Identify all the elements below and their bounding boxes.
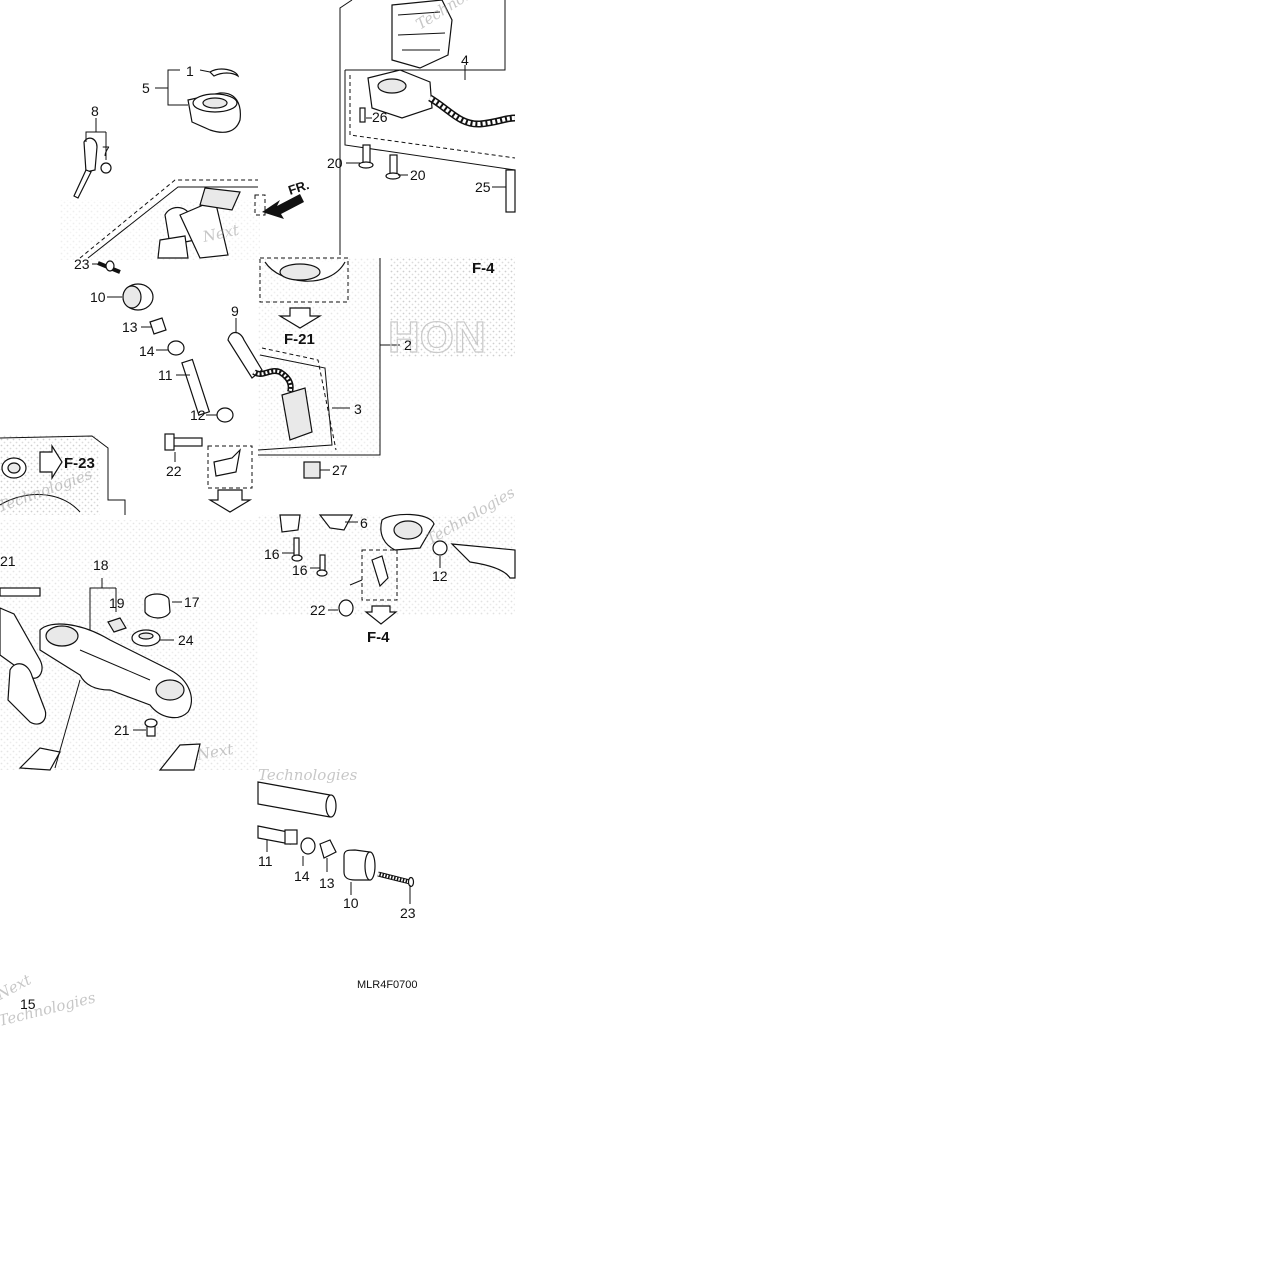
part-label: 16 (292, 562, 308, 578)
part-label: 13 (319, 875, 335, 891)
part-label: 27 (332, 462, 348, 478)
front-direction-marker: FR. (254, 177, 311, 219)
part-label: 4 (461, 52, 469, 68)
part-label: 14 (139, 343, 155, 359)
part-label: 3 (354, 401, 362, 417)
part-label: 5 (142, 80, 150, 96)
part-label: 1 (186, 63, 194, 79)
honda-wordmark-watermark: HON (388, 313, 486, 362)
part-label: 19 (109, 595, 125, 611)
part-label: 11 (158, 367, 173, 383)
reference-f21: F-21 (284, 331, 315, 348)
bar-end-weight-group (257, 781, 415, 904)
reference-f23: F-23 (64, 455, 95, 472)
part-label: 24 (178, 632, 194, 648)
watermark-text: Technologies (258, 766, 358, 784)
switch-bracket-group: F-4 (279, 513, 516, 646)
part-label: 13 (122, 319, 138, 335)
part-label: 17 (184, 594, 200, 610)
part-label: 21 (114, 722, 130, 738)
f21-reference-group: F-21 (259, 257, 349, 348)
f23-reference-group: F-23 (0, 435, 126, 515)
part-label: 20 (410, 167, 426, 183)
part-label: 12 (432, 568, 448, 584)
front-direction-label: FR. (286, 177, 311, 198)
part-label: 23 (74, 256, 90, 272)
part-label: 16 (264, 546, 280, 562)
part-label: 10 (90, 289, 106, 305)
part-label: 14 (294, 868, 310, 884)
handlebar-parts-group (92, 258, 400, 513)
part-label: 22 (166, 463, 182, 479)
part-label: 2 (404, 337, 412, 353)
key-set-group (73, 68, 258, 259)
part-label: 15 (20, 996, 36, 1012)
ignition-switch-group (339, 0, 516, 255)
part-label: 22 (310, 602, 326, 618)
part-number-labels: 1 5 8 7 4 26 20 20 25 23 10 13 14 11 12 … (0, 52, 491, 1012)
top-bridge-group (0, 578, 201, 771)
part-label: 26 (372, 109, 388, 125)
reference-f4-top: F-4 (472, 260, 495, 277)
drawing-code: MLR4F0700 (357, 979, 418, 991)
part-label: 12 (190, 407, 206, 423)
part-label: 25 (475, 179, 491, 195)
part-label: 23 (400, 905, 416, 921)
stipple-backgrounds (0, 200, 515, 770)
part-label: 21 (0, 553, 16, 569)
part-label: 20 (327, 155, 343, 171)
part-label: 10 (343, 895, 359, 911)
part-label: 8 (91, 103, 99, 119)
part-label: 18 (93, 557, 109, 573)
part-label: 9 (231, 303, 239, 319)
part-label: 11 (258, 853, 273, 869)
honda-logo-area: HON F-4 (387, 260, 495, 363)
part-label: 7 (102, 143, 110, 159)
part-label: 6 (360, 515, 368, 531)
reference-f4-bottom: F-4 (367, 629, 390, 646)
